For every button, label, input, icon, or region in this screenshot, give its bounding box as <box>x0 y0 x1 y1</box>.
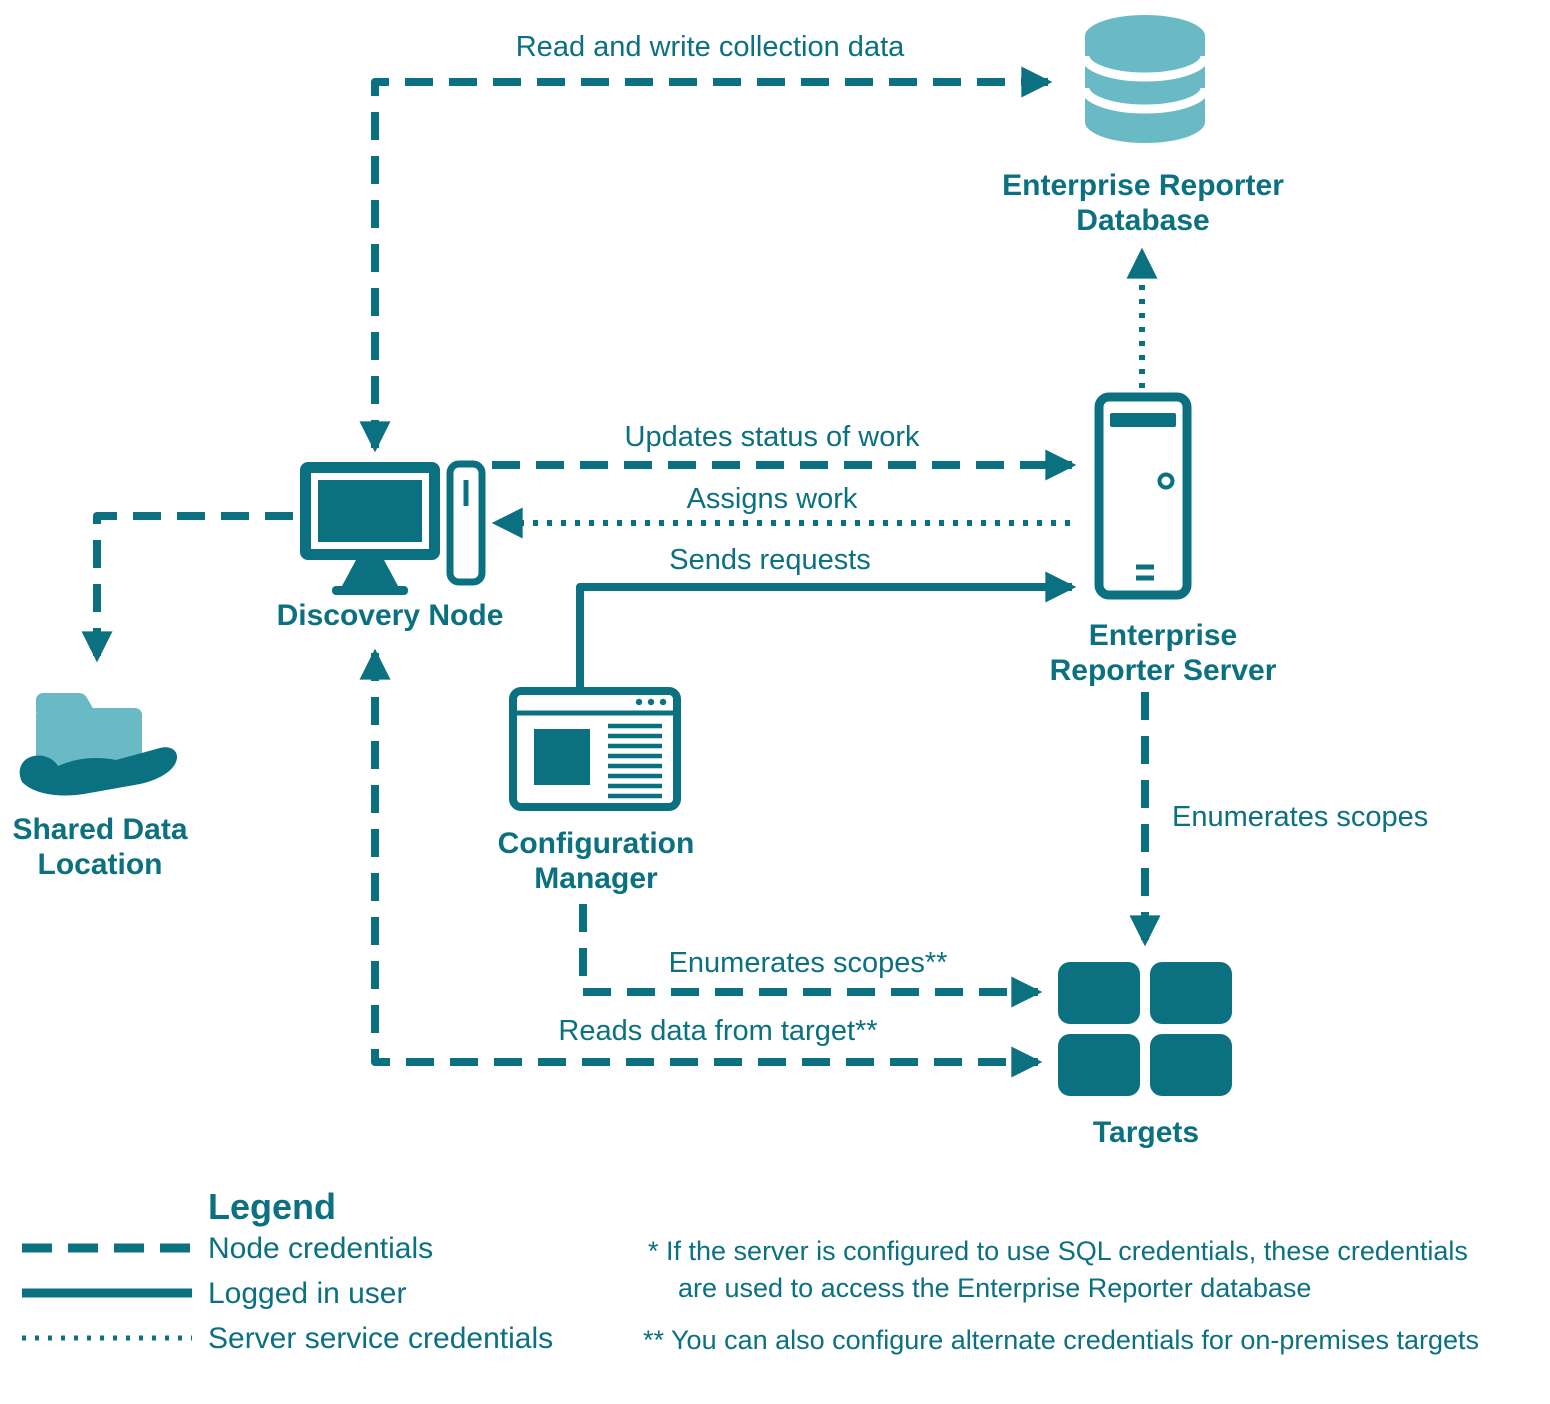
hand <box>19 747 178 796</box>
targets-label: Targets <box>1092 1116 1200 1149</box>
arrow-label-assigns: Assigns work <box>686 483 858 515</box>
arrow-label-enumerates-cm: Enumerates scopes** <box>668 947 948 979</box>
server-label: Enterprise Reporter Server <box>1050 618 1277 688</box>
database-label-line2: Database <box>1076 204 1210 237</box>
folder-tab <box>36 693 94 712</box>
window-frame <box>509 687 681 811</box>
arrow-label-reads-data: Reads data from target** <box>558 1015 878 1047</box>
arrow-label-updates: Updates status of work <box>624 421 920 453</box>
target-tile-4 <box>1150 1034 1232 1096</box>
server-label-line2: Reporter Server <box>1049 654 1277 687</box>
database-label: Enterprise Reporter Database <box>1002 168 1284 238</box>
arrow-node-to-shared-data <box>81 512 293 663</box>
target-tile-1 <box>1058 962 1140 1024</box>
monitor-screen <box>318 480 422 542</box>
window-text-lines <box>608 723 662 799</box>
discovery-node-icon <box>300 460 486 595</box>
config-manager-label: Configuration Manager <box>498 826 695 896</box>
target-tile-3 <box>1058 1034 1140 1096</box>
shared-data-icon <box>19 693 178 796</box>
server-drive-bay <box>1110 413 1176 427</box>
server-label-line1: Enterprise <box>1088 619 1238 652</box>
legend-item-node-credentials: Node credentials <box>208 1232 434 1265</box>
arrow-reads-data-from-target <box>359 648 1043 1078</box>
config-manager-label-line1: Configuration <box>497 827 695 860</box>
server-power-button <box>1157 472 1175 490</box>
server-icon <box>1094 392 1192 600</box>
targets-icon <box>1058 962 1232 1096</box>
arrow-label-read-write: Read and write collection data <box>515 31 905 63</box>
arrow-label-enumerates-server: Enumerates scopes <box>1172 801 1429 833</box>
footnote-2: ** You can also configure alternate cred… <box>643 1325 1479 1355</box>
window-dot-2 <box>647 698 655 706</box>
arrow-sends-requests <box>576 571 1077 688</box>
monitor-base <box>332 586 408 595</box>
legend-item-logged-in-user: Logged in user <box>208 1277 407 1310</box>
window-dot-1 <box>635 698 643 706</box>
window-content-block <box>534 729 590 785</box>
database-icon <box>1080 15 1210 143</box>
window-dot-3 <box>659 698 667 706</box>
discovery-node-label: Discovery Node <box>276 599 504 632</box>
node-tower <box>446 460 486 586</box>
monitor-stand <box>342 560 398 586</box>
legend-item-server-service-credentials: Server service credentials <box>208 1322 554 1355</box>
database-label-line1: Enterprise Reporter <box>1002 169 1284 202</box>
footnote-1-line2: are used to access the Enterprise Report… <box>678 1273 1312 1303</box>
server-case <box>1094 392 1192 600</box>
config-manager-label-line2: Manager <box>534 862 658 895</box>
shared-data-label: Shared Data Location <box>12 812 187 882</box>
folder-body <box>36 708 142 766</box>
arrow-read-write-collection-data <box>359 66 1053 453</box>
target-tile-2 <box>1150 962 1232 1024</box>
footnote-1-line1: * If the server is configured to use SQL… <box>648 1236 1468 1266</box>
config-manager-icon <box>509 687 681 811</box>
arrow-label-sends: Sends requests <box>669 544 871 576</box>
shared-data-label-line1: Shared Data <box>12 813 188 846</box>
shared-data-label-line2: Location <box>37 848 163 881</box>
legend-title: Legend <box>208 1186 337 1227</box>
